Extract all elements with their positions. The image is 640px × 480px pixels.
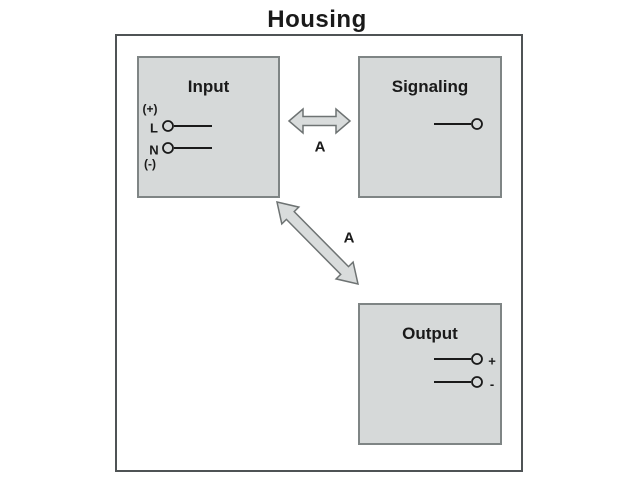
diagram-title: Housing [267, 6, 367, 33]
input-terminal-minus-label: (-) [144, 157, 156, 171]
signaling-block-label: Signaling [391, 77, 469, 96]
signaling-block: Signaling [358, 56, 502, 198]
input-block-label: Input [187, 77, 230, 96]
input-terminal-n-label: N [149, 142, 159, 158]
output-block: Output + - [358, 303, 502, 445]
input-block: Input (+) L N (-) [137, 56, 280, 198]
input-terminal-l-label: L [150, 120, 158, 136]
arrow-input-signaling-label: A [314, 138, 326, 156]
output-terminal-plus-label: + [488, 353, 496, 369]
input-terminal-plus-label: (+) [142, 102, 158, 116]
output-terminal-minus-label: - [489, 376, 495, 392]
housing-outline [115, 34, 523, 472]
output-block-label: Output [402, 324, 458, 343]
arrow-input-output-label: A [343, 229, 355, 247]
